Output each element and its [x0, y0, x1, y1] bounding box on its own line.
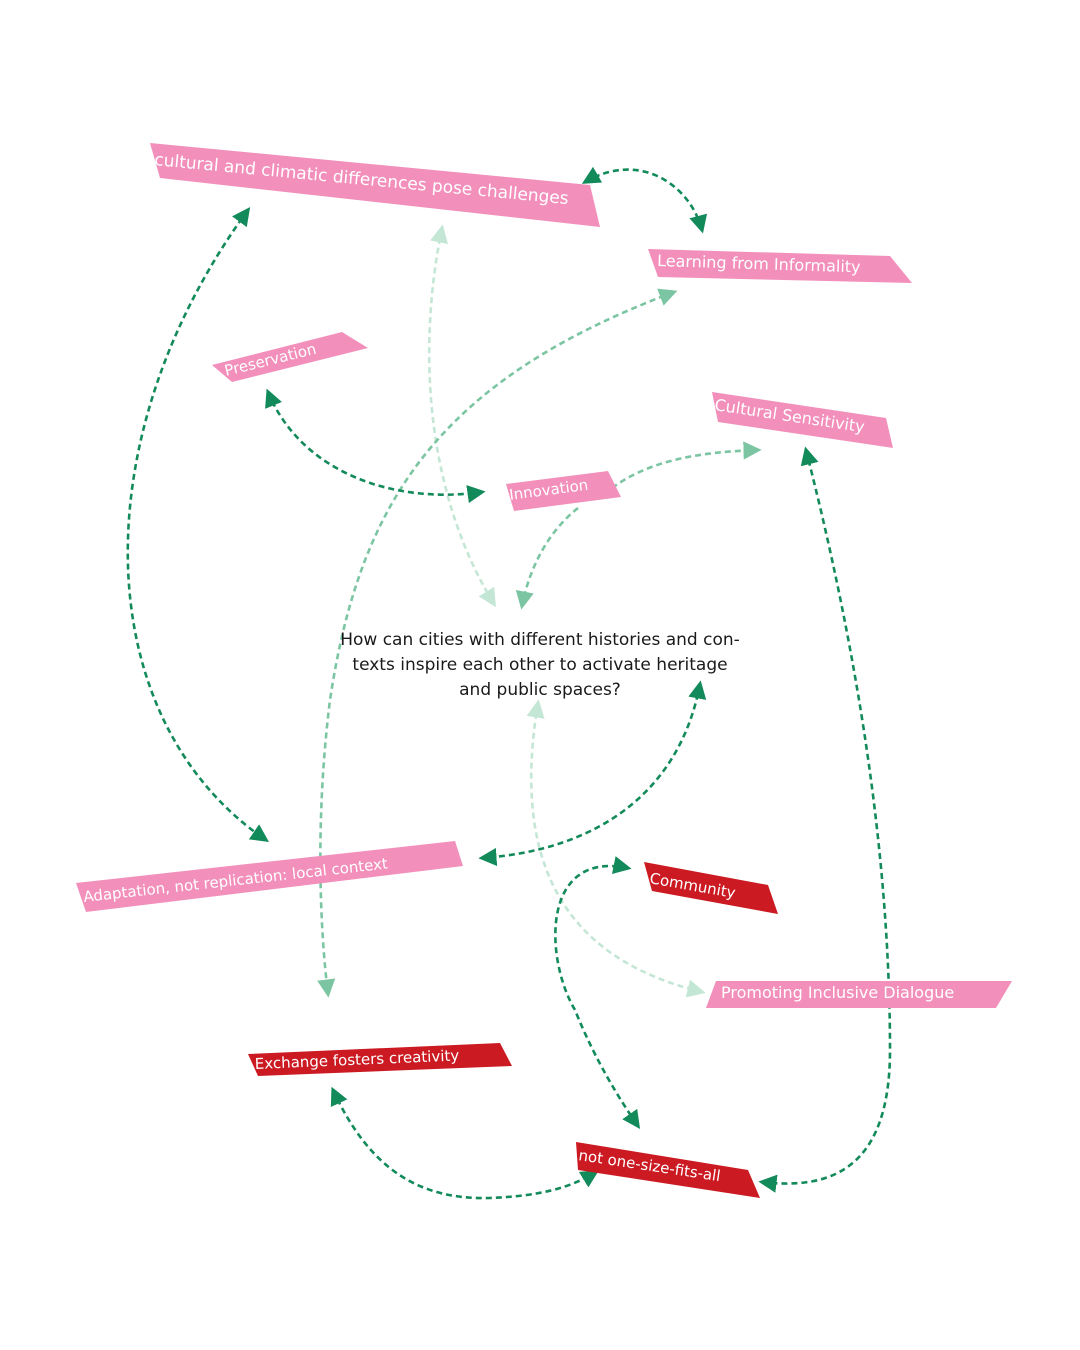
arrow-cultural-adaptation [126, 207, 270, 843]
central-question: How can cities with different histories … [330, 628, 750, 703]
label-community: Community [644, 862, 778, 914]
arrow-exchange-onesize [330, 1086, 600, 1200]
arrow-innovation-sensitivity [611, 441, 762, 490]
label-inclusive-dialogue: Promoting Inclusive Dialogue [706, 981, 1012, 1008]
label-preservation: Preservation [212, 332, 368, 382]
arrow-learning-exchange [317, 288, 678, 998]
question-line-3: and public spaces? [459, 680, 621, 700]
label-cultural-sensitivity: Cultural Sensitivity [712, 392, 893, 448]
question-line-1: How can cities with different histories … [340, 630, 740, 650]
question-line-2: texts inspire each other to activate her… [352, 655, 728, 675]
label-inclusive-dialogue-text: Promoting Inclusive Dialogue [721, 983, 954, 1002]
label-exchange-creativity: Exchange fosters creativity [248, 1043, 512, 1076]
label-preservation-text: Preservation [223, 340, 318, 380]
label-one-size: not one-size-fits-all [576, 1142, 760, 1198]
label-innovation: Innovation [506, 471, 621, 511]
arrow-innovation-question [515, 506, 579, 610]
arrow-community-onesize [554, 856, 641, 1129]
arrow-preservation-innovation [265, 388, 486, 504]
arrow-question-inclusive [526, 699, 706, 998]
label-learning-informality: Learning from Informality [648, 249, 912, 283]
label-cultural-differences: cultural and climatic differences pose c… [150, 143, 600, 227]
arrow-question-adaptation [478, 680, 707, 867]
label-adaptation: Adaptation, not replication: local conte… [76, 841, 463, 912]
arrow-cultural-question [427, 224, 496, 608]
arrow-sensitivity-onesize [758, 446, 892, 1193]
arrow-cultural-learning [581, 166, 708, 234]
